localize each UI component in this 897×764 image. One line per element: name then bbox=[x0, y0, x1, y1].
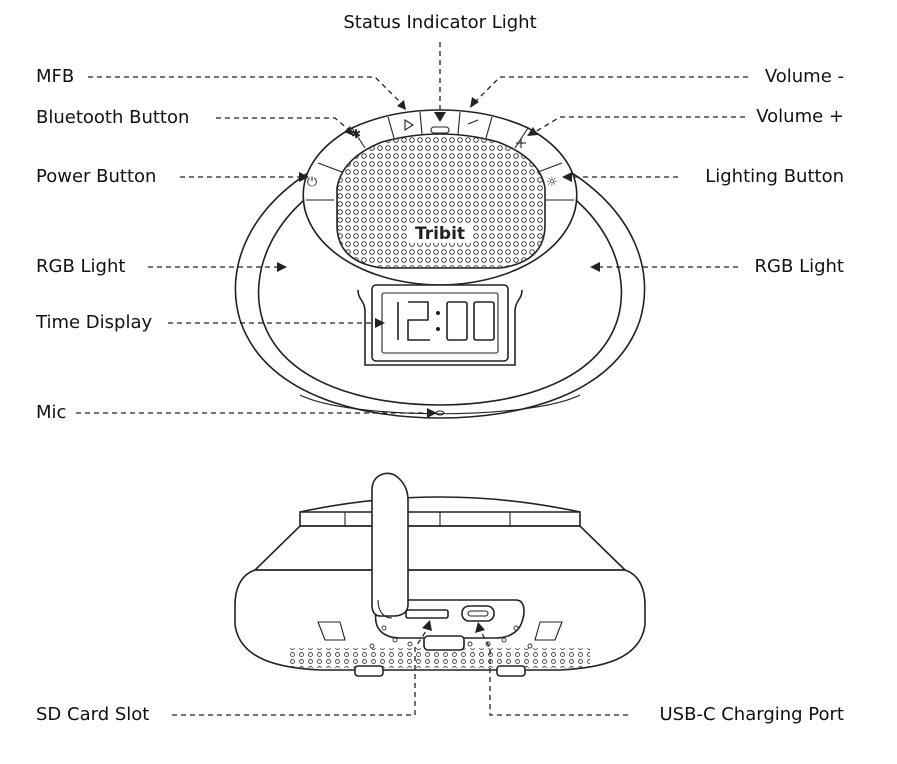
sd-card-slot bbox=[405, 609, 449, 619]
label-volume-plus: Volume + bbox=[756, 106, 844, 127]
power-icon: ⏻ bbox=[307, 175, 317, 190]
top-view-speaker: Tribit ✱ ⏻ ☼ bbox=[234, 109, 646, 419]
label-sd-card-slot: SD Card Slot bbox=[36, 704, 150, 725]
leader-lines bbox=[76, 42, 748, 716]
display-housing bbox=[357, 289, 523, 366]
bluetooth-icon: ✱ bbox=[351, 127, 361, 141]
base-rim bbox=[299, 394, 581, 415]
label-bluetooth-button: Bluetooth Button bbox=[36, 107, 190, 128]
sun-icon: ☼ bbox=[546, 175, 558, 190]
label-rgb-light-right: RGB Light bbox=[754, 256, 844, 277]
minus-icon bbox=[467, 119, 479, 125]
label-lighting-button: Lighting Button bbox=[705, 166, 844, 187]
label-power-button: Power Button bbox=[36, 166, 157, 187]
usbc-port bbox=[461, 605, 495, 622]
mic-hole bbox=[435, 410, 445, 416]
label-volume-minus: Volume - bbox=[764, 66, 844, 87]
speaker-grille bbox=[337, 134, 545, 268]
label-usbc-charging-port: USB-C Charging Port bbox=[659, 704, 845, 725]
label-status-indicator-light: Status Indicator Light bbox=[343, 12, 537, 33]
status-light-icon bbox=[430, 126, 450, 134]
bottom-body bbox=[234, 569, 646, 671]
clock-digits bbox=[397, 301, 495, 341]
carry-handle bbox=[371, 472, 409, 617]
label-mfb: MFB bbox=[36, 66, 75, 87]
play-icon bbox=[404, 119, 415, 131]
time-display-frame bbox=[371, 284, 509, 362]
label-mic: Mic bbox=[36, 402, 67, 423]
brand-logo: Tribit bbox=[415, 224, 465, 244]
label-time-display: Time Display bbox=[36, 312, 153, 333]
bottom-view-speaker bbox=[234, 472, 646, 677]
label-rgb-light-left: RGB Light bbox=[36, 256, 126, 277]
